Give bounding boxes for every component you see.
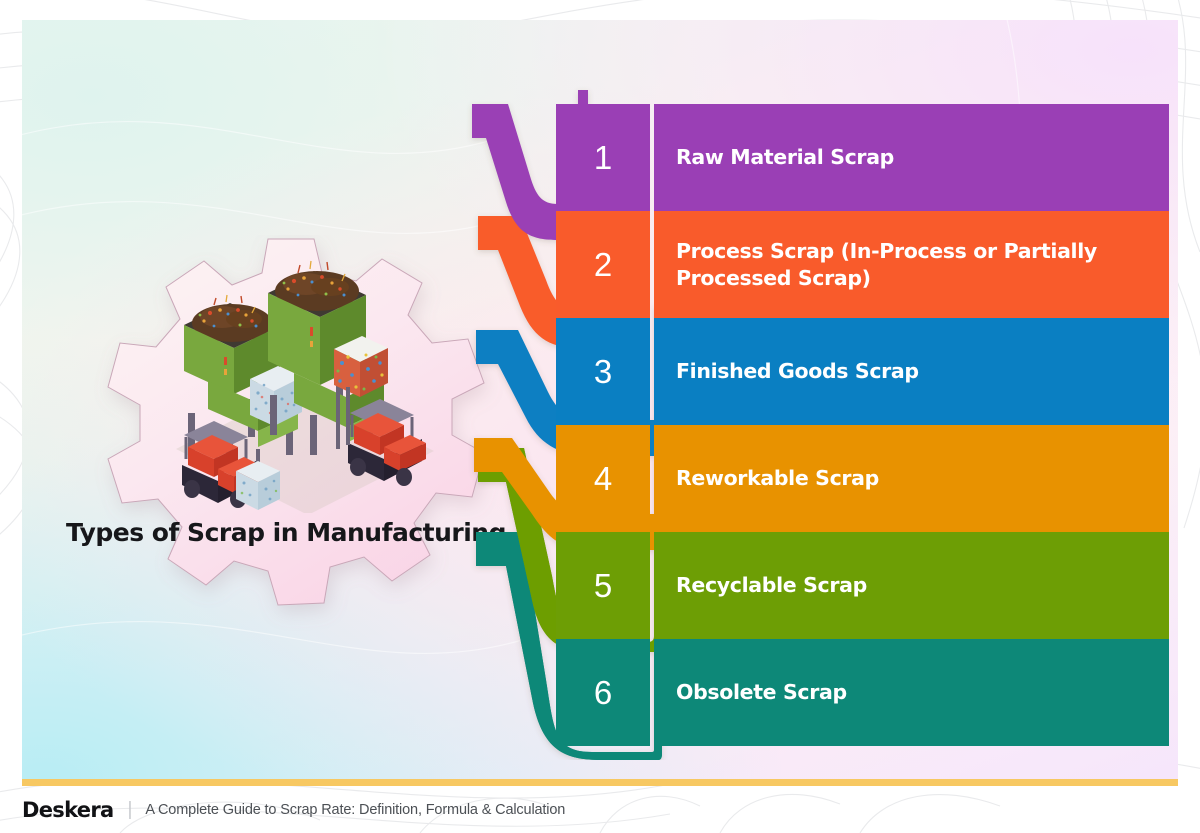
row-number-5: 5 [556,532,650,639]
row-label-4: Reworkable Scrap [676,466,879,491]
row-label-2: Process Scrap (In-Process or Partially P… [676,239,1097,290]
infographic-canvas: Types of Scrap in Manufacturing 1 Raw Ma… [22,20,1178,779]
scrap-type-row-6[interactable]: 6 Obsolete Scrap [556,639,1169,746]
scrap-type-row-4[interactable]: 4 Reworkable Scrap [556,425,1169,532]
scrap-type-row-3[interactable]: 3 Finished Goods Scrap [556,318,1169,425]
gear-title: Types of Scrap in Manufacturing [65,518,507,547]
accent-bar [22,779,1178,786]
scrap-type-row-5[interactable]: 5 Recyclable Scrap [556,532,1169,639]
footer-caption: A Complete Guide to Scrap Rate: Definiti… [145,802,566,818]
row-label-5: Recyclable Scrap [676,573,867,598]
gear-illustration-group: Types of Scrap in Manufacturing [56,235,516,675]
deskera-logo[interactable]: Deskera [22,798,114,822]
scrap-type-row-2[interactable]: 2 Process Scrap (In-Process or Partially… [556,211,1169,318]
row-number-1: 1 [556,104,650,211]
row-label-6: Obsolete Scrap [676,680,847,705]
row-label-1: Raw Material Scrap [676,145,894,170]
row-number-2: 2 [556,211,650,318]
row-label-3: Finished Goods Scrap [676,359,919,384]
row-number-3: 3 [556,318,650,425]
row-number-6: 6 [556,639,650,746]
footer-separator: | [127,799,133,820]
row-number-4: 4 [556,425,650,532]
footer: Deskera | A Complete Guide to Scrap Rate… [22,793,1178,827]
scrap-type-row-1[interactable]: 1 Raw Material Scrap [556,104,1169,211]
scrap-recycling-facility-illustration [176,260,434,513]
